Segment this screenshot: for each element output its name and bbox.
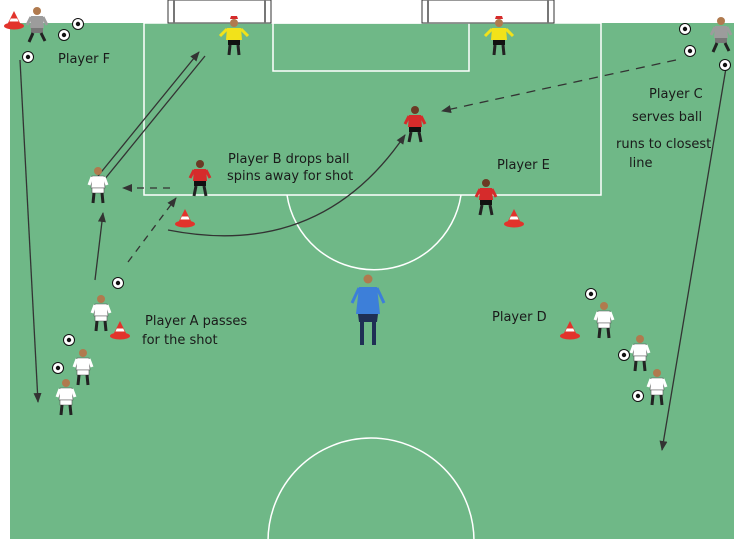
label-player-c-serves: serves ball	[632, 108, 702, 128]
ball-icon	[64, 335, 75, 346]
ball-icon	[59, 30, 70, 41]
ball-icon	[113, 278, 124, 289]
ball-icon	[73, 19, 84, 30]
goal-right-icon	[422, 0, 554, 23]
cone-icon	[4, 11, 24, 30]
label-player-c: Player C	[649, 85, 703, 105]
label-player-a-shot: for the shot	[142, 331, 218, 351]
label-player-f: Player F	[58, 50, 110, 70]
label-player-a: Player A passes	[145, 312, 247, 332]
ball-icon	[633, 391, 644, 402]
label-player-c-runs: runs to closest	[616, 135, 711, 155]
ball-icon	[23, 52, 34, 63]
ball-icon	[685, 46, 696, 57]
ball-icon	[619, 350, 630, 361]
ball-icon	[586, 289, 597, 300]
ball-icon	[680, 24, 691, 35]
goal-left-icon	[168, 0, 271, 23]
label-player-d: Player D	[492, 308, 547, 328]
label-player-e: Player E	[497, 156, 550, 176]
ball-icon	[53, 363, 64, 374]
label-player-c-line: line	[629, 154, 652, 174]
label-player-b-spins: spins away for shot	[227, 167, 353, 187]
ball-icon	[720, 60, 731, 71]
